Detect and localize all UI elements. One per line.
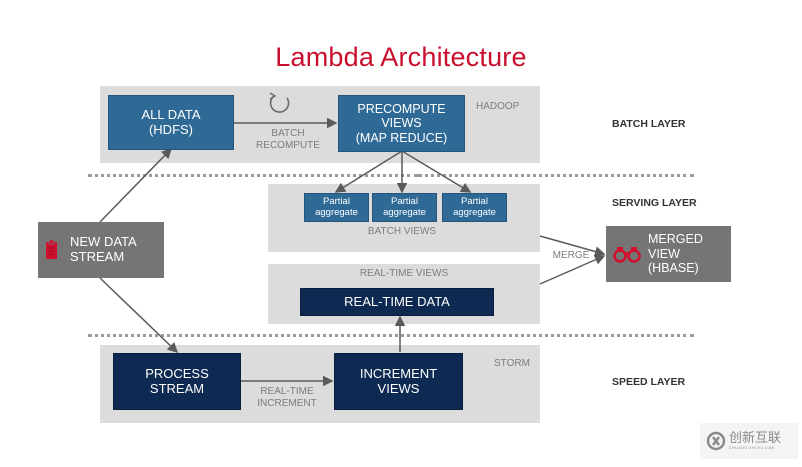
- merged-view-line2: VIEW: [648, 246, 680, 261]
- partial-line1: Partial: [391, 196, 418, 208]
- process-stream-line1: PROCESS: [145, 365, 209, 381]
- diagram-title: Lambda Architecture: [275, 42, 527, 72]
- all-data-hdfs-box: ALL DATA(HDFS): [108, 95, 234, 150]
- serving-layer-label: SERVING LAYER: [612, 197, 697, 209]
- batch-serving-divider-right: [418, 174, 694, 177]
- serving-speed-divider: [88, 334, 694, 337]
- batch-recompute-line1: BATCH: [271, 128, 305, 139]
- process-stream-line2: STREAM: [149, 380, 205, 396]
- watermark: 创新互联 CHUANG XIN HU LIAN: [700, 423, 798, 459]
- precompute-views-box: PRECOMPUTE VIEWS (MAP REDUCE): [338, 95, 465, 152]
- batch-recompute-label: BATCH RECOMPUTE: [244, 128, 332, 152]
- batch-recompute-line2: RECOMPUTE: [256, 140, 320, 151]
- arrow-merge-realtime: [539, 254, 606, 285]
- arrow-to-partial-1: [334, 150, 403, 193]
- new-data-line1: NEW DATA: [70, 234, 137, 250]
- precompute-line1: PRECOMPUTE: [357, 101, 446, 116]
- increment-views-line1: INCREMENT: [359, 365, 438, 381]
- realtime-data-box: REAL-TIME DATA: [300, 288, 494, 316]
- partial-line2: aggregate: [383, 206, 426, 218]
- realtime-increment-line2: INCREMENT: [257, 398, 317, 409]
- storm-label: STORM: [494, 358, 530, 369]
- realtime-increment-line1: REAL-TIME: [260, 386, 314, 397]
- batch-serving-divider: [88, 174, 418, 177]
- all-data-line2: (HDFS): [148, 121, 194, 137]
- watermark-text: 创新互联: [729, 431, 782, 446]
- merged-view-line1: MERGED: [648, 232, 703, 247]
- arrow-to-partial-3: [401, 150, 472, 193]
- clipboard-icon: [46, 239, 57, 259]
- refresh-cycle-icon: [269, 92, 290, 113]
- watermark-logo-icon: [706, 431, 726, 451]
- batch-layer-label: BATCH LAYER: [612, 118, 686, 130]
- partial-line1: Partial: [323, 196, 350, 208]
- new-data-line2: STREAM: [70, 249, 125, 264]
- precompute-line3: (MAP REDUCE): [355, 130, 448, 145]
- increment-views-line2: VIEWS: [377, 380, 420, 396]
- partial-line1: Partial: [461, 196, 488, 208]
- arrow-stream-to-alldata: [99, 147, 173, 223]
- batch-views-label: BATCH VIEWS: [367, 226, 437, 237]
- realtime-increment-label: REAL-TIME INCREMENT: [244, 386, 330, 410]
- new-data-stream-box: NEW DATA STREAM: [38, 222, 164, 278]
- merged-view-line3: (HBASE): [648, 261, 699, 276]
- realtime-views-label: REAL-TIME VIEWS: [359, 268, 449, 279]
- partial-line2: aggregate: [453, 206, 496, 218]
- arrow-merge-batch: [539, 235, 606, 257]
- speed-layer-label: SPEED LAYER: [612, 376, 686, 388]
- watermark-subtext: CHUANG XIN HU LIAN: [729, 445, 775, 450]
- hadoop-label: HADOOP: [476, 101, 520, 112]
- merge-label: MERGE: [552, 250, 590, 261]
- arrow-stream-to-process: [99, 277, 179, 354]
- binoculars-icon: [613, 247, 641, 263]
- precompute-line2: VIEWS: [381, 116, 422, 131]
- merged-view-box: MERGED VIEW (HBASE): [606, 226, 731, 282]
- partial-line2: aggregate: [315, 206, 358, 218]
- all-data-line1: ALL DATA: [141, 106, 201, 122]
